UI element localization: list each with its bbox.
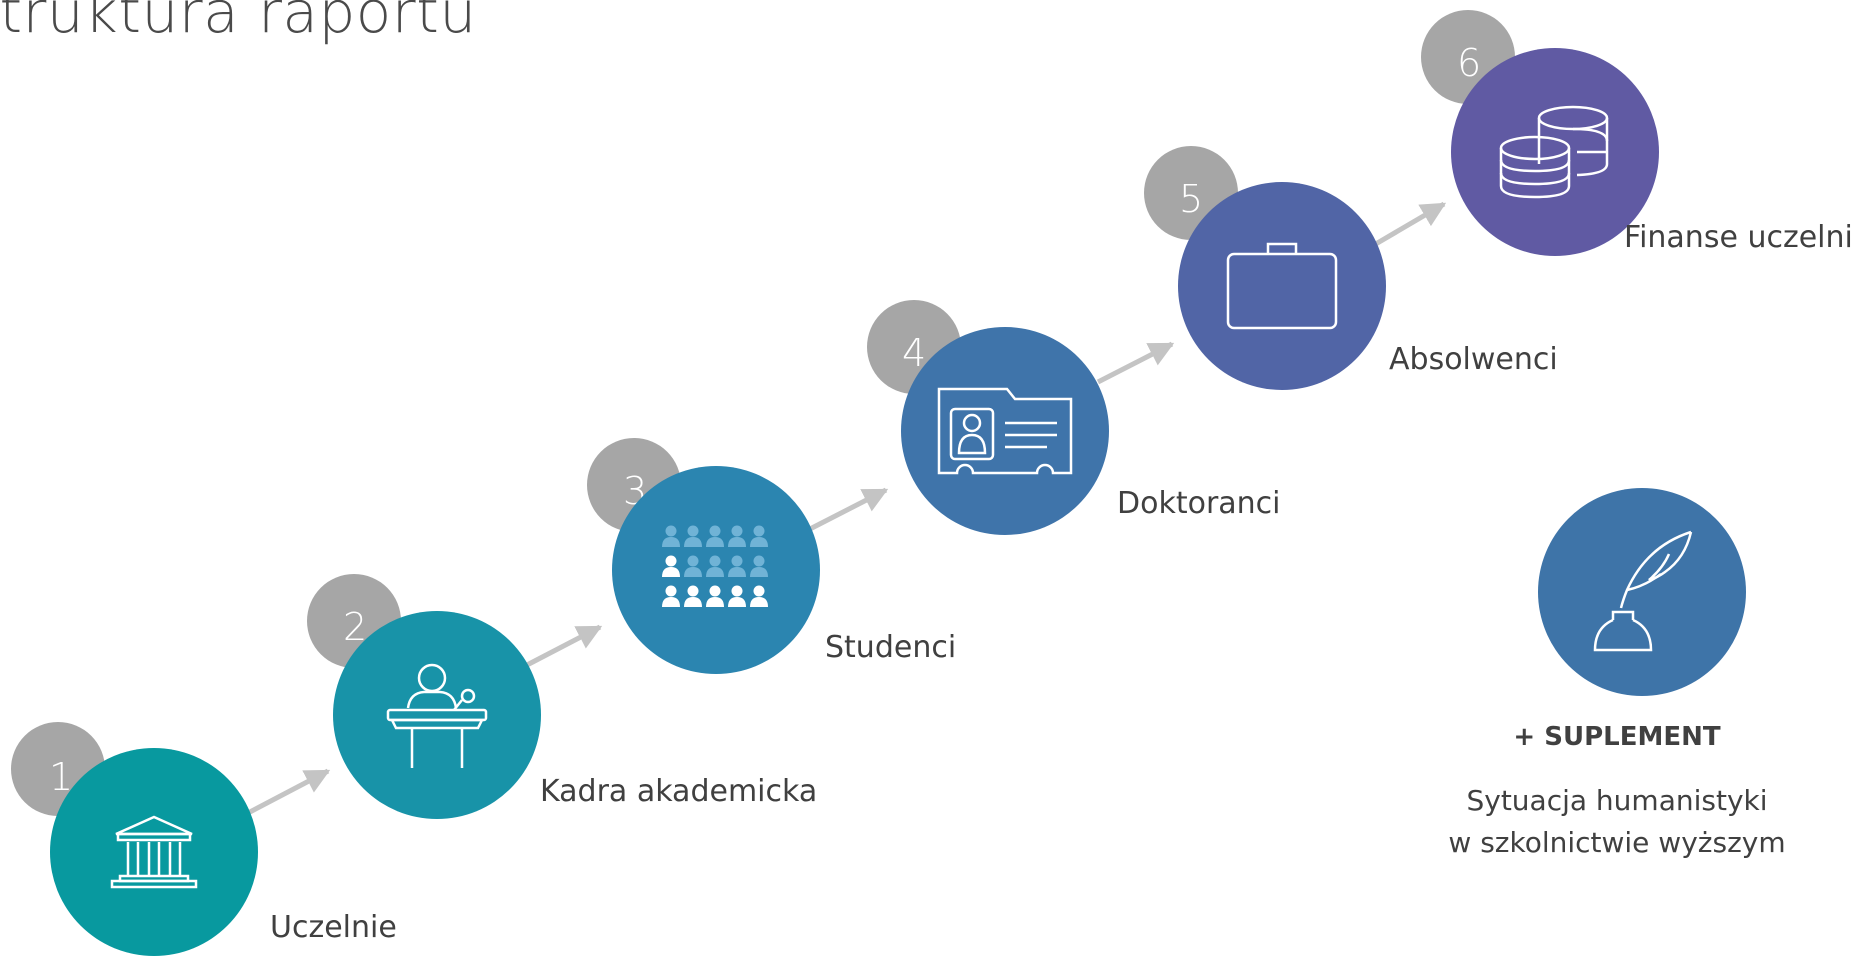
step-label-4: Doktoranci <box>1117 486 1281 521</box>
arrow-2-3 <box>525 624 603 668</box>
step-circle-1[interactable] <box>50 748 258 956</box>
briefcase-icon <box>1226 242 1338 330</box>
step-label-1: Uczelnie <box>270 910 397 945</box>
step-circle-4[interactable] <box>901 327 1109 535</box>
supplement-heading: + SUPLEMENT <box>1513 722 1721 752</box>
step-label-6: Finanse uczelni <box>1624 220 1853 255</box>
lectern-icon <box>386 663 488 768</box>
supplement-line-1: Sytuacja humanistyki <box>1466 784 1768 817</box>
arrow-3-4 <box>806 487 889 533</box>
audience-icon <box>662 525 768 607</box>
step-label-5: Absolwenci <box>1389 342 1558 377</box>
step-circle-5[interactable] <box>1178 182 1386 390</box>
arrow-5-6 <box>1372 201 1447 248</box>
supplement-line-2: w szkolnictwie wyższym <box>1448 826 1786 859</box>
supplement-description: Sytuacja humanistyki w szkolnictwie wyżs… <box>1380 780 1854 864</box>
coins-icon <box>1499 105 1609 199</box>
step-circle-2[interactable] <box>333 611 541 819</box>
page-title: Struktura raportu <box>0 0 477 46</box>
id-card-icon <box>937 387 1073 475</box>
quill-inkwell-icon <box>1593 530 1693 652</box>
step-circle-3[interactable] <box>612 466 820 674</box>
supplement-circle[interactable] <box>1538 488 1746 696</box>
step-label-3: Studenci <box>825 630 957 665</box>
step-label-2: Kadra akademicka <box>540 774 818 809</box>
arrow-1-2 <box>246 768 331 816</box>
building-icon <box>110 815 198 889</box>
arrow-4-5 <box>1096 341 1175 385</box>
step-circle-6[interactable] <box>1451 48 1659 256</box>
